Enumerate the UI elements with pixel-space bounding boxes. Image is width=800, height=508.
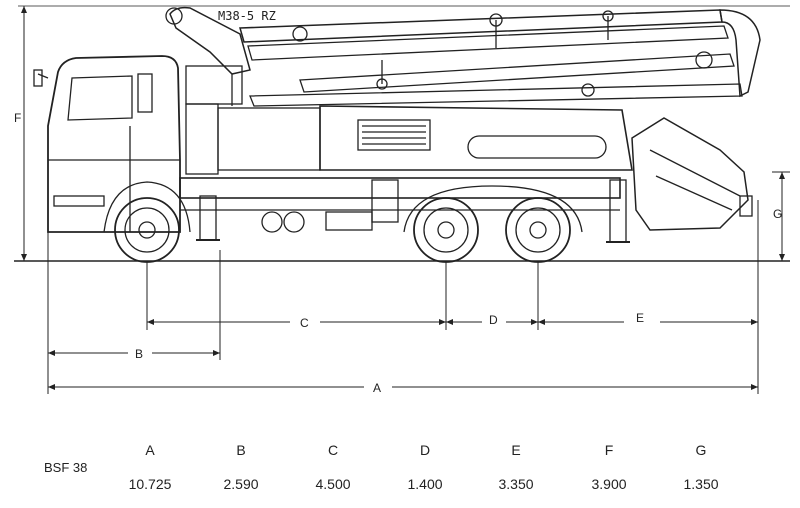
boom-section-5 xyxy=(249,83,743,107)
table-value: 2.590 xyxy=(223,476,259,492)
boom-section-1 xyxy=(169,6,251,75)
dim-label-g: G xyxy=(773,207,782,221)
boom-section-4 xyxy=(299,53,735,93)
front-wheel xyxy=(114,197,180,263)
table-value: 3.900 xyxy=(591,476,627,492)
boom-section-3 xyxy=(247,25,729,61)
dim-label-e: E xyxy=(636,311,644,325)
rear-wheel-1 xyxy=(413,197,479,263)
table-header: B xyxy=(236,442,246,458)
cab-window xyxy=(67,75,133,121)
chassis-frame xyxy=(179,177,621,199)
table-header: A xyxy=(145,442,155,458)
table-value: 1.350 xyxy=(683,476,719,492)
boom-joint-2 xyxy=(292,26,308,42)
table-header: D xyxy=(419,442,431,458)
boom-tip xyxy=(719,9,761,98)
truck-cab xyxy=(47,55,181,233)
table-value: 1.400 xyxy=(407,476,443,492)
cab-step xyxy=(53,195,105,207)
boom-turret xyxy=(185,65,243,105)
model-label: M38-5 RZ xyxy=(218,9,276,23)
table-header: E xyxy=(511,442,521,458)
grille xyxy=(357,119,431,151)
table-row-label: BSF 38 xyxy=(44,460,88,475)
boom-joint-6 xyxy=(581,83,595,97)
side-panel xyxy=(467,135,607,159)
dimension-table: BSF 38 A B C D E F G 10.725 2.590 4.500 … xyxy=(0,432,800,502)
table-value: 10.725 xyxy=(128,476,172,492)
cab-side-window xyxy=(137,73,153,113)
mirror xyxy=(33,69,43,87)
water-tank xyxy=(371,179,399,223)
table-header: C xyxy=(327,442,339,458)
dim-label-f: F xyxy=(14,111,21,125)
truck-pump-dimension-drawing: M38-5 RZ xyxy=(14,5,790,395)
dim-label-a: A xyxy=(373,381,381,395)
table-header: F xyxy=(604,442,614,458)
hopper-body xyxy=(319,105,633,171)
boom-joint-5 xyxy=(695,51,713,69)
table-header: G xyxy=(695,442,707,458)
table-value: 3.350 xyxy=(498,476,534,492)
rear-wheel-2 xyxy=(505,197,571,263)
rear-outrigger xyxy=(609,179,627,243)
front-outrigger xyxy=(199,195,217,241)
engine-box xyxy=(185,103,219,175)
mirror-arm xyxy=(37,73,49,79)
pump-module xyxy=(217,107,321,171)
boom-section-2 xyxy=(239,9,723,43)
dim-label-c: C xyxy=(300,316,309,330)
rear-lights xyxy=(739,195,753,217)
dim-label-b: B xyxy=(135,347,143,361)
dim-label-d: D xyxy=(489,313,498,327)
boom-joint-1 xyxy=(165,7,183,25)
rear-hopper xyxy=(631,117,749,231)
table-value: 4.500 xyxy=(315,476,351,492)
tool-box xyxy=(325,211,373,231)
